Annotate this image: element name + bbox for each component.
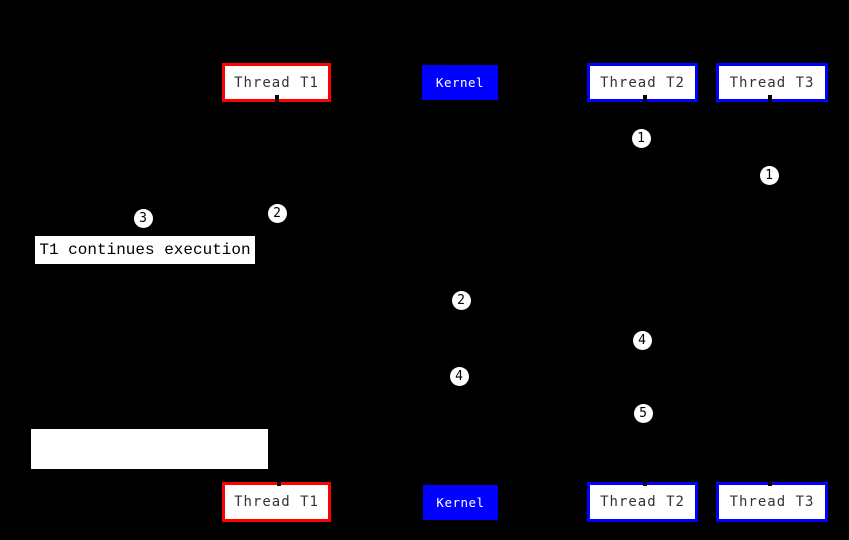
step-marker-1: 1 [631,128,651,148]
lifeline-notch [643,95,647,104]
lifeline-notch [768,477,772,486]
step-marker-4: 4 [632,330,652,350]
step-marker-5: 5 [633,403,653,423]
blank-label-box [31,429,268,469]
step-marker-1: 1 [759,165,779,185]
step-marker-3: 3 [133,208,153,228]
caption-t1-continues: T1 continues execution [35,236,255,264]
step-marker-2: 2 [267,203,287,223]
kernel-bottom-box: Kernel [423,485,498,520]
lifeline-notch [643,477,647,486]
step-marker-2: 2 [451,290,471,310]
lifeline-notch [277,477,281,486]
thread-t2-top-box: Thread T2 [587,63,698,102]
kernel-top-box: Kernel [422,65,498,100]
thread-t2-bottom-box: Thread T2 [587,482,698,522]
lifeline-notch [275,95,279,104]
lifeline-notch [768,95,772,104]
thread-t3-top-box: Thread T3 [716,63,828,102]
thread-t3-bottom-box: Thread T3 [716,482,828,522]
thread-t1-bottom-box: Thread T1 [222,482,331,522]
step-marker-4: 4 [449,366,469,386]
